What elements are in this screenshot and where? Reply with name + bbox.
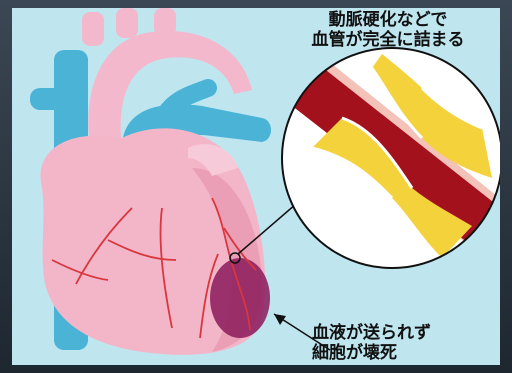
caption-occlusion-line2: 血管が完全に詰まる (288, 30, 488, 50)
caption-occlusion-line1: 動脈硬化などで (288, 10, 488, 30)
caption-occlusion: 動脈硬化などで 血管が完全に詰まる (288, 10, 488, 50)
caption-necrosis: 血液が送られず 細胞が壊死 (312, 323, 490, 363)
caption-necrosis-line2: 細胞が壊死 (312, 343, 490, 363)
arrow-head-icon (274, 314, 286, 325)
caption-necrosis-line1: 血液が送られず (312, 323, 490, 343)
infarct-area (210, 258, 270, 338)
heart-diagram (12, 8, 500, 365)
slide: 動脈硬化などで 血管が完全に詰まる 血液が送られず 細胞が壊死 (12, 8, 500, 365)
